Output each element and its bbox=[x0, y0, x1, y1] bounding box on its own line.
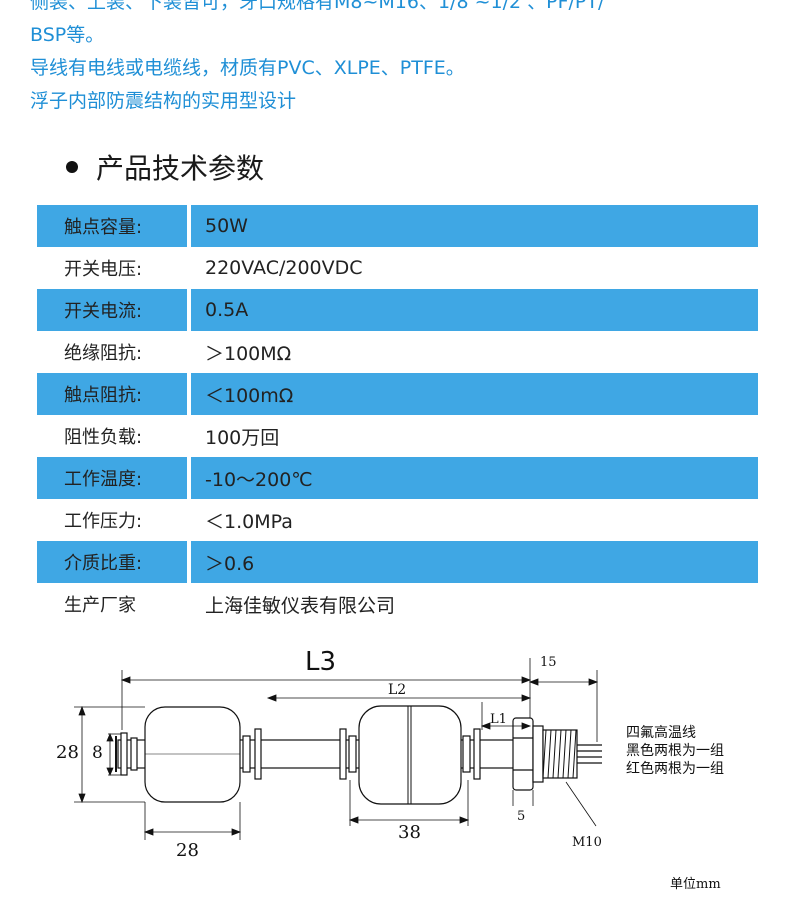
arrow-heads bbox=[143, 828, 242, 836]
nut-body bbox=[532, 725, 544, 783]
label-5: 5 bbox=[517, 809, 525, 824]
dimension-lines bbox=[74, 658, 599, 840]
arrow-heads bbox=[348, 816, 470, 824]
spec-value: -10～200℃ bbox=[191, 457, 758, 499]
intro-line-1: 侧装、上装、下装皆可，牙口规格有M8~M16、1/8 ~1/2 、PF/PT/ bbox=[30, 0, 605, 13]
spec-label: 绝缘阻抗: bbox=[64, 343, 143, 364]
spec-label: 开关电流: bbox=[37, 289, 187, 331]
spec-row-resistive-load: 阻性负载: 100万回 bbox=[37, 415, 758, 457]
intro-text: 侧装、上装、下装皆可，牙口规格有M8~M16、1/8 ~1/2 、PF/PT/ … bbox=[30, 0, 780, 118]
spec-label: 生产厂家 bbox=[64, 595, 136, 616]
label-l2: L2 bbox=[388, 682, 406, 698]
wire-note-1: 四氟高温线 bbox=[626, 724, 696, 741]
spec-table: 触点容量: 50W 开关电压: 220VAC/200VDC 开关电流: 0.5A… bbox=[37, 205, 758, 625]
label-width-28: 28 bbox=[176, 840, 199, 861]
dimension-labels: L3 15 L2 L1 28 8 28 38 5 M10 bbox=[56, 647, 602, 861]
spec-row-contact-capacity: 触点容量: 50W bbox=[37, 205, 758, 247]
unit-label: 单位mm bbox=[670, 877, 721, 892]
label-8: 8 bbox=[92, 743, 103, 763]
section-heading: 产品技术参数 bbox=[66, 146, 264, 188]
wire-note-2: 黑色两根为一组 bbox=[626, 742, 724, 759]
spec-value: 50W bbox=[191, 205, 758, 247]
left-collar bbox=[130, 737, 138, 771]
arrow-heads bbox=[528, 678, 599, 686]
label-l1: L1 bbox=[490, 712, 507, 727]
spec-value: 220VAC/200VDC bbox=[205, 257, 363, 279]
spec-value: 0.5A bbox=[191, 289, 758, 331]
spec-value: ＜100mΩ bbox=[191, 373, 758, 415]
arrow-heads bbox=[480, 722, 532, 730]
spec-row-working-pressure: 工作压力: ＜1.0MPa bbox=[37, 499, 758, 541]
spec-label: 工作压力: bbox=[64, 511, 143, 532]
spec-label: 工作温度: bbox=[37, 457, 187, 499]
spec-row-working-temperature: 工作温度: -10～200℃ bbox=[37, 457, 758, 499]
intro-line-2: BSP等。 bbox=[30, 24, 105, 46]
spec-label: 介质比重: bbox=[37, 541, 187, 583]
spec-value: ＞0.6 bbox=[191, 541, 758, 583]
spec-row-switch-current: 开关电流: 0.5A bbox=[37, 289, 758, 331]
label-l3: L3 bbox=[305, 647, 336, 677]
label-15: 15 bbox=[540, 655, 557, 670]
arrow-heads bbox=[120, 676, 532, 684]
spec-label: 触点容量: bbox=[37, 205, 187, 247]
leader-line-m10 bbox=[565, 781, 597, 827]
spec-row-contact-resistance: 触点阻抗: ＜100mΩ bbox=[37, 373, 758, 415]
spec-value: ＞100MΩ bbox=[205, 342, 292, 365]
label-38: 38 bbox=[398, 822, 421, 843]
left-clip bbox=[120, 732, 128, 776]
float-2-stopper-right bbox=[473, 728, 481, 780]
float-switch-dimension-drawing: L3 15 L2 L1 28 8 28 38 5 M10 四氟高温线 黑色两根为… bbox=[56, 647, 724, 892]
intro-line-3: 导线有电线或电缆线，材质有PVC、XLPE、PTFE。 bbox=[30, 57, 465, 79]
spec-label: 开关电压: bbox=[64, 259, 143, 280]
arrow-heads bbox=[78, 705, 86, 804]
switch-body bbox=[115, 705, 602, 805]
float-2-collar bbox=[348, 735, 357, 773]
float-1-collar bbox=[242, 735, 251, 773]
arrow-heads bbox=[106, 732, 114, 777]
float-1 bbox=[144, 706, 241, 803]
section-title: 产品技术参数 bbox=[96, 152, 265, 185]
wire-notes: 四氟高温线 黑色两根为一组 红色两根为一组 bbox=[626, 724, 724, 777]
float-2-stopper bbox=[339, 728, 347, 780]
spec-value: ＜1.0MPa bbox=[205, 510, 293, 533]
label-height-28: 28 bbox=[56, 742, 79, 763]
thread-lines bbox=[542, 729, 577, 779]
spec-row-insulation-resistance: 绝缘阻抗: ＞100MΩ bbox=[37, 331, 758, 373]
wire-note-3: 红色两根为一组 bbox=[626, 760, 724, 777]
bullet-icon bbox=[66, 161, 78, 173]
spec-label: 触点阻抗: bbox=[37, 373, 187, 415]
label-thread: M10 bbox=[572, 835, 602, 850]
spec-value: 100万回 bbox=[205, 426, 280, 449]
spec-label: 阻性负载: bbox=[64, 427, 143, 448]
arrow-heads bbox=[266, 694, 532, 702]
spec-row-switch-voltage: 开关电压: 220VAC/200VDC bbox=[37, 247, 758, 289]
float-2 bbox=[358, 705, 462, 805]
float-2-collar-right bbox=[462, 735, 471, 773]
float-1-stopper bbox=[254, 728, 262, 780]
spec-row-manufacturer: 生产厂家 上海佳敏仪表有限公司 bbox=[37, 583, 758, 625]
spec-row-medium-density: 介质比重: ＞0.6 bbox=[37, 541, 758, 583]
intro-line-4: 浮子内部防震结构的实用型设计 bbox=[30, 90, 297, 112]
spec-value: 上海佳敏仪表有限公司 bbox=[205, 594, 396, 617]
